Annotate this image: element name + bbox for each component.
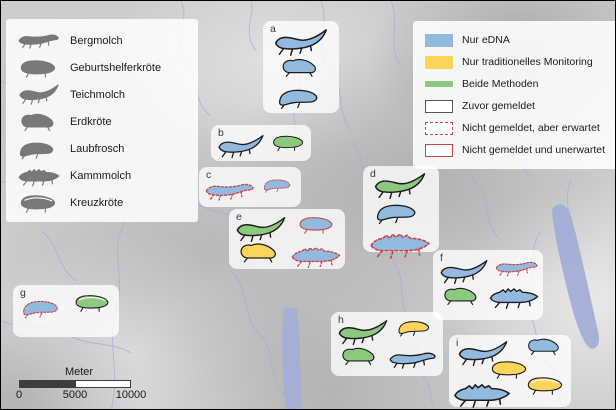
sw-edna-swatch xyxy=(425,33,453,47)
Kammmolch-icon xyxy=(489,288,539,309)
Bergmolch-icon xyxy=(205,183,254,201)
newt-kamm-icon xyxy=(18,168,60,186)
frog-walk-icon xyxy=(19,142,54,159)
Kammmolch-icon xyxy=(370,233,430,259)
Kreuzkröte-icon xyxy=(75,295,109,312)
species-name: Kreuzkröte xyxy=(70,196,124,209)
Kammmolch-icon xyxy=(291,247,341,268)
sw-trad-swatch xyxy=(425,55,453,69)
newt-berg-icon xyxy=(18,34,59,49)
species-legend-item: Geburtshelferkröte xyxy=(16,54,188,81)
species-name: Laubfrosch xyxy=(70,142,125,155)
Laubfrosch-icon xyxy=(23,300,58,319)
sw-unerwartet-swatch xyxy=(425,143,453,157)
frog-sit-icon xyxy=(21,113,54,131)
site-d: d xyxy=(363,166,439,259)
species-legend-item: Kreuzkröte xyxy=(16,189,188,216)
species-name: Kammmolch xyxy=(70,169,132,182)
Bergmolch-icon xyxy=(495,261,538,277)
site-label: c xyxy=(206,169,212,181)
site-label: a xyxy=(270,23,276,35)
species-legend-item: Erdkröte xyxy=(16,108,188,135)
Kreuzkröte-icon xyxy=(527,377,563,395)
methods-legend-item: Zuvor gemeldet xyxy=(425,95,615,117)
methods-label: Nicht gemeldet und unerwartet xyxy=(462,144,605,156)
species-name: Bergmolch xyxy=(70,34,123,47)
Teichmolch-icon xyxy=(218,134,264,159)
methods-label: Nur eDNA xyxy=(462,34,510,46)
site-a: a xyxy=(263,21,339,113)
scalebar: Meter 0 5000 10000 xyxy=(15,366,146,403)
Geburtshelferkröte-icon xyxy=(299,217,333,234)
site-label: h xyxy=(338,314,344,326)
site-h: h xyxy=(331,312,443,376)
Erdkröte-icon xyxy=(342,347,375,366)
site-label: d xyxy=(370,168,376,180)
Erdkröte-icon xyxy=(282,58,317,77)
species-legend-item: Laubfrosch xyxy=(16,135,188,162)
Erdkröte-icon xyxy=(240,243,276,263)
Kammmolch-icon xyxy=(454,384,510,408)
newt-teich-icon xyxy=(19,84,59,105)
species-name: Geburtshelferkröte xyxy=(70,61,162,74)
site-label: i xyxy=(456,337,459,349)
species-legend-item: Bergmolch xyxy=(16,27,188,54)
Laubfrosch-icon xyxy=(278,89,318,110)
species-legend-item: Teichmolch xyxy=(16,81,188,108)
Erdkröte-icon xyxy=(528,338,559,356)
methods-legend-item: Nicht gemeldet und unerwartet xyxy=(425,139,615,161)
species-name: Erdkröte xyxy=(70,115,112,128)
site-e: e xyxy=(229,209,345,269)
toad-stripe-icon xyxy=(20,194,56,213)
site-i: i xyxy=(449,335,571,408)
site-label: f xyxy=(440,252,443,264)
site-label: e xyxy=(236,211,242,223)
species-name: Teichmolch xyxy=(70,88,126,101)
species-legend-item: Kammmolch xyxy=(16,162,188,189)
site-c: c xyxy=(199,167,301,207)
sw-erwartet-swatch xyxy=(425,121,453,135)
lake-center xyxy=(282,307,301,409)
Laubfrosch-icon xyxy=(263,179,291,193)
Teichmolch-icon xyxy=(440,260,488,285)
scale-tick-0: 0 xyxy=(15,389,23,401)
methods-label: Nur traditionelles Monitoring xyxy=(462,56,593,68)
methods-label: Nicht gemeldet, aber erwartet xyxy=(462,122,600,134)
sw-zuvor-swatch xyxy=(425,99,453,113)
scalebar-ticks: 0 5000 10000 xyxy=(15,389,146,403)
site-g: g xyxy=(13,285,119,337)
Bergmolch-icon xyxy=(389,352,436,369)
methods-legend-item: Nur eDNA xyxy=(425,29,615,51)
site-label: g xyxy=(20,287,26,299)
scalebar-bar xyxy=(19,380,131,388)
methods-label: Zuvor gemeldet xyxy=(462,100,535,112)
methods-legend-item: Nicht gemeldet, aber erwartet xyxy=(425,117,615,139)
scalebar-dark-segment xyxy=(20,381,76,387)
scalebar-title: Meter xyxy=(64,366,94,378)
methods-legend-item: Beide Methoden xyxy=(425,73,615,95)
site-b: b xyxy=(211,125,311,161)
toad-side-icon xyxy=(20,59,56,78)
Geburtshelferkröte-icon xyxy=(273,135,304,152)
Erdkröte-icon xyxy=(444,287,477,306)
Laubfrosch-icon xyxy=(376,204,416,225)
site-label: b xyxy=(218,127,224,139)
Laubfrosch-icon xyxy=(398,321,430,337)
scale-tick-10000: 10000 xyxy=(115,389,147,401)
scale-tick-5000: 5000 xyxy=(62,389,88,401)
methods-label: Beide Methoden xyxy=(462,78,539,90)
sw-both-swatch xyxy=(425,78,453,91)
lake-right xyxy=(552,204,600,349)
site-f: f xyxy=(433,250,543,320)
methods-legend-item: Nur traditionelles Monitoring xyxy=(425,51,615,73)
